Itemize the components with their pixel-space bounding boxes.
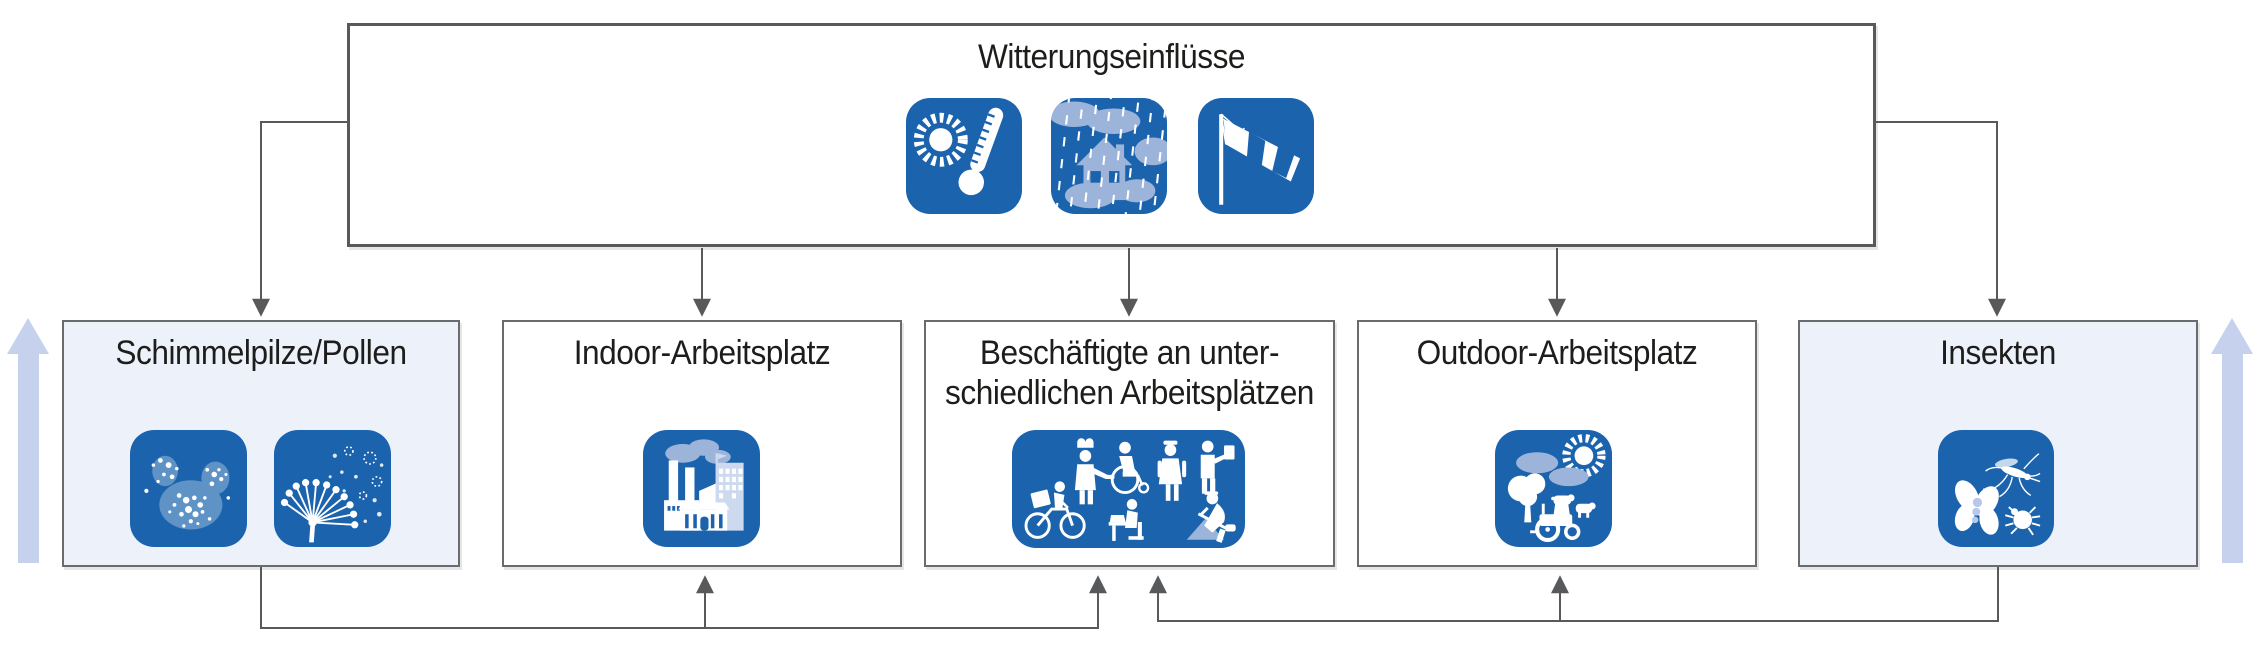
edge-weather-to-mold-pollen — [252, 121, 347, 317]
node-schimmelpilze-pollen: Schimmelpilze/Pollen — [62, 320, 460, 567]
moth-mosquito-tick-icon — [1938, 430, 2054, 547]
left-up-arrow-icon — [7, 318, 49, 563]
edge-insects-to-various-workplaces — [1149, 567, 1999, 622]
title-line-1: Beschäftigte an unter- — [979, 334, 1280, 372]
node-insekten: Insekten — [1798, 320, 2198, 567]
title-line-2: schiedlichen Arbeitsplätzen — [945, 373, 1314, 412]
node-title: Witterungseinflüsse — [977, 38, 1246, 76]
mold-spores-icon — [130, 430, 247, 547]
node-title: Schimmelpilze/Pollen — [115, 334, 407, 372]
diverse-workers-icon — [1012, 430, 1245, 548]
node-title: Outdoor-Arbeitsplatz — [1416, 334, 1698, 372]
node-title: Beschäftigte an unter- schiedlichen Arbe… — [940, 334, 1319, 414]
windsock-icon — [1198, 98, 1314, 214]
node-title: Indoor-Arbeitsplatz — [573, 334, 831, 372]
node-indoor-arbeitsplatz: Indoor-Arbeitsplatz — [502, 320, 902, 567]
node-witterungseinfluesse: Witterungseinflüsse — [347, 23, 1876, 247]
rain-house-icon — [1051, 98, 1167, 214]
sun-thermometer-icon — [906, 98, 1022, 214]
right-up-arrow-icon — [2211, 318, 2253, 563]
farm-scene-icon — [1495, 430, 1612, 547]
dandelion-pollen-icon — [274, 430, 391, 547]
edge-weather-to-insects — [1876, 121, 2006, 317]
edge-mold-pollen-to-various-workplaces — [260, 567, 1107, 629]
node-beschaeftigte-unterschiedliche-arbeitsplaetze: Beschäftigte an unter- schiedlichen Arbe… — [924, 320, 1335, 567]
node-title: Insekten — [1940, 334, 2056, 372]
node-outdoor-arbeitsplatz: Outdoor-Arbeitsplatz — [1357, 320, 1757, 567]
factory-buildings-icon — [643, 430, 760, 547]
